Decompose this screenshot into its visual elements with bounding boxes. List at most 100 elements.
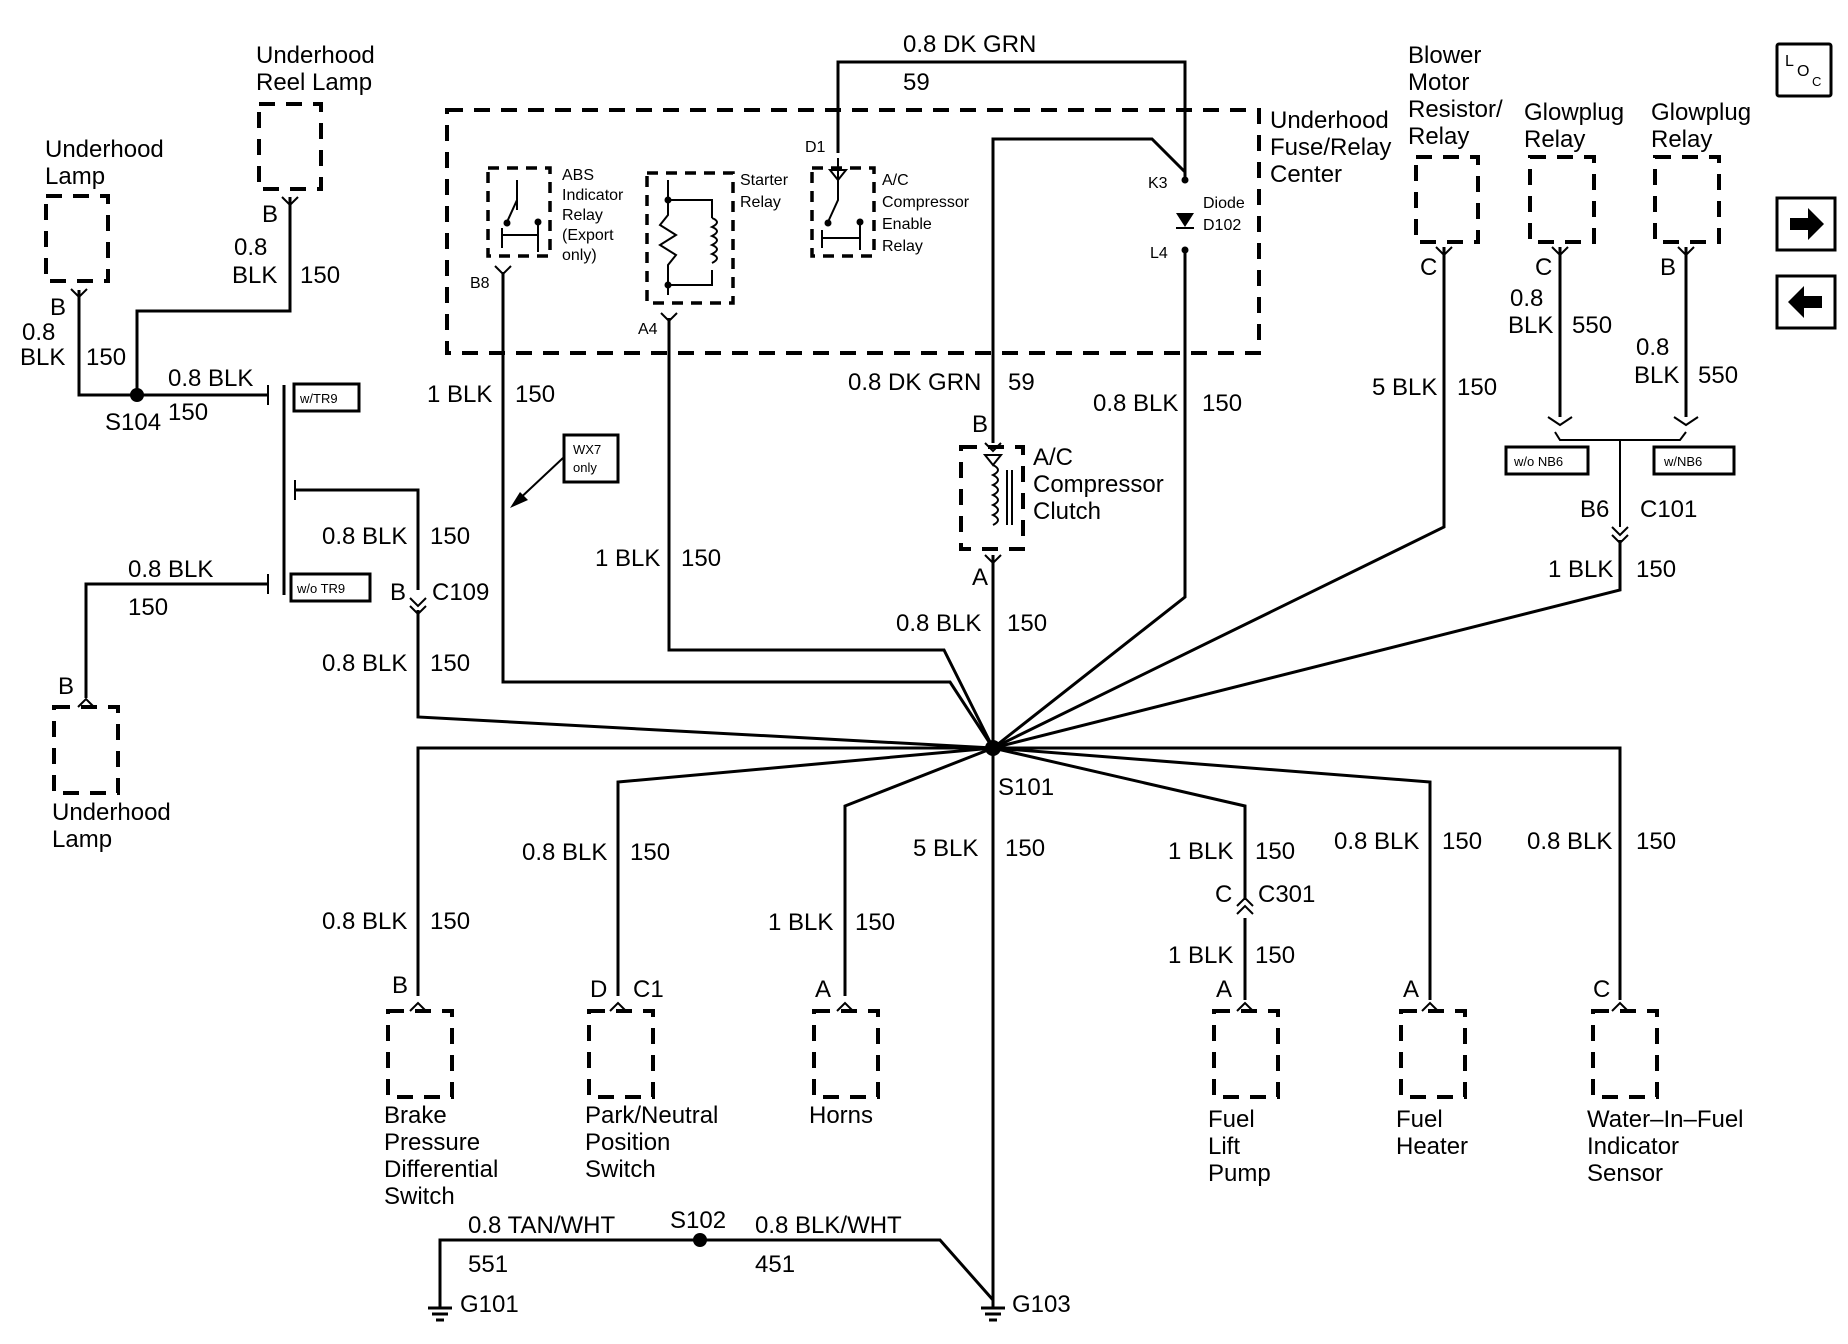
pin-c109: B (390, 579, 406, 606)
label-line: only (573, 460, 597, 475)
label-blower-wire: 5 BLK (1372, 374, 1437, 401)
label-line: Pressure (384, 1129, 480, 1156)
ac-enable-relay (810, 158, 876, 258)
label-line: Lift (1208, 1133, 1240, 1160)
label-line: Underhood (45, 136, 164, 163)
label-pn-circuit: 150 (630, 839, 670, 866)
label-pump-dn-wire: 1 BLK (1168, 942, 1233, 969)
label-line: only) (562, 247, 597, 264)
label-gp1-color: BLK (1508, 312, 1553, 339)
option-w-tr9: w/TR9 (299, 391, 338, 406)
pin-heater: A (1403, 976, 1419, 1003)
wire-park-neutral (616, 746, 994, 996)
label-line: WX7 (573, 442, 601, 457)
locator-letter-c: C (1812, 74, 1821, 89)
label-c109-dn-circuit: 150 (430, 650, 470, 677)
label-line: Lamp (45, 163, 105, 190)
label-line: Position (585, 1129, 670, 1156)
label-line: Resistor/ (1408, 96, 1503, 123)
label-s101: S101 (998, 774, 1054, 801)
label-line: Underhood (1270, 107, 1389, 134)
pin-clutch-b: B (972, 411, 988, 438)
label-line: Park/Neutral (585, 1102, 718, 1129)
label-blk-wht-wire: 0.8 BLK/WHT (755, 1212, 902, 1239)
label-clutch-dn-wire: 0.8 BLK (896, 610, 981, 637)
label-line: Glowplug (1651, 99, 1751, 126)
label-c101-circuit: 150 (1636, 556, 1676, 583)
label-line: Relay (562, 207, 603, 224)
label-line: Relay (1524, 126, 1585, 153)
abs-relay (486, 166, 552, 258)
label-c101-wire: 1 BLK (1548, 556, 1613, 583)
label-c109-up-wire: 0.8 BLK (322, 523, 407, 550)
label-pump-up-wire: 1 BLK (1168, 838, 1233, 865)
option-wo-nb6: w/o NB6 (1513, 454, 1563, 469)
locator-letter-o: O (1797, 63, 1809, 80)
wire-brake (416, 746, 993, 996)
wire-labels: 0.8 DK GRN 59 D1 K3 L4 B8 A4 B B B 0.8 B… (20, 31, 1738, 1318)
label-g101: G101 (460, 1291, 519, 1318)
pin-k3: K3 (1148, 175, 1168, 192)
label-line: Water–In–Fuel (1587, 1106, 1744, 1133)
label-line: Horns (809, 1102, 873, 1129)
label-heater-circuit: 150 (1442, 828, 1482, 855)
label-line: Switch (384, 1183, 455, 1210)
wires (77, 60, 1688, 1301)
wx7-arrow-head (510, 492, 528, 508)
wire-reel-lamp (135, 197, 292, 395)
pin-b-reel: B (262, 201, 278, 228)
label-abs-wire: 1 BLK (427, 381, 492, 408)
label-clutch-dn-circuit: 150 (1007, 610, 1047, 637)
underhood-lamp-2-box (52, 705, 120, 795)
label-line: Blower (1408, 42, 1481, 69)
label-brake-wire: 0.8 BLK (322, 908, 407, 935)
label-line: (Export (562, 227, 614, 244)
label-line: D102 (1203, 217, 1241, 234)
wire-lamp1 (77, 290, 137, 397)
splice-s102 (693, 1233, 707, 1247)
previous-page-button[interactable] (1775, 274, 1837, 330)
label-horns-wire: 1 BLK (768, 909, 833, 936)
splice-s104 (130, 388, 144, 402)
label-s104-right-wire: 0.8 BLK (168, 365, 253, 392)
next-page-button[interactable] (1775, 196, 1837, 252)
label-gp2-gauge: 0.8 (1636, 334, 1669, 361)
wire-abs-relay (501, 272, 995, 749)
label-wif-circuit: 150 (1636, 828, 1676, 855)
label-abs-circuit: 150 (515, 381, 555, 408)
pin-b8: B8 (470, 275, 490, 292)
label-line: Starter (740, 172, 789, 189)
label-circuit-59-mid: 59 (1008, 369, 1035, 396)
label-reel-color: BLK (232, 262, 277, 289)
label-line: Fuse/Relay (1270, 134, 1391, 161)
label-line: Fuel (1208, 1106, 1255, 1133)
arrow-right-icon (1790, 208, 1824, 240)
label-line: Underhood (52, 799, 171, 826)
label-line: Glowplug (1524, 99, 1624, 126)
label-gp1-gauge: 0.8 (1510, 285, 1543, 312)
label-lamp1-circuit: 150 (86, 344, 126, 371)
pin-brake: B (392, 972, 408, 999)
label-line: Switch (585, 1156, 656, 1183)
locator-button[interactable]: L O C (1775, 42, 1833, 98)
pin-gp1: C (1535, 254, 1552, 281)
label-pump-up-circuit: 150 (1255, 838, 1295, 865)
label-circuit-451: 451 (755, 1251, 795, 1278)
label-line: Motor (1408, 69, 1469, 96)
label-reel-gauge: 0.8 (234, 234, 267, 261)
label-gp2-circuit: 550 (1698, 362, 1738, 389)
fuse-relay-center-box (445, 108, 1261, 355)
label-starter-wire: 1 BLK (595, 545, 660, 572)
wire-diode-ground (992, 250, 1187, 750)
ac-clutch-coil (982, 454, 1013, 526)
connector-terminals (70, 196, 1699, 1012)
option-w-nb6: w/NB6 (1663, 454, 1702, 469)
